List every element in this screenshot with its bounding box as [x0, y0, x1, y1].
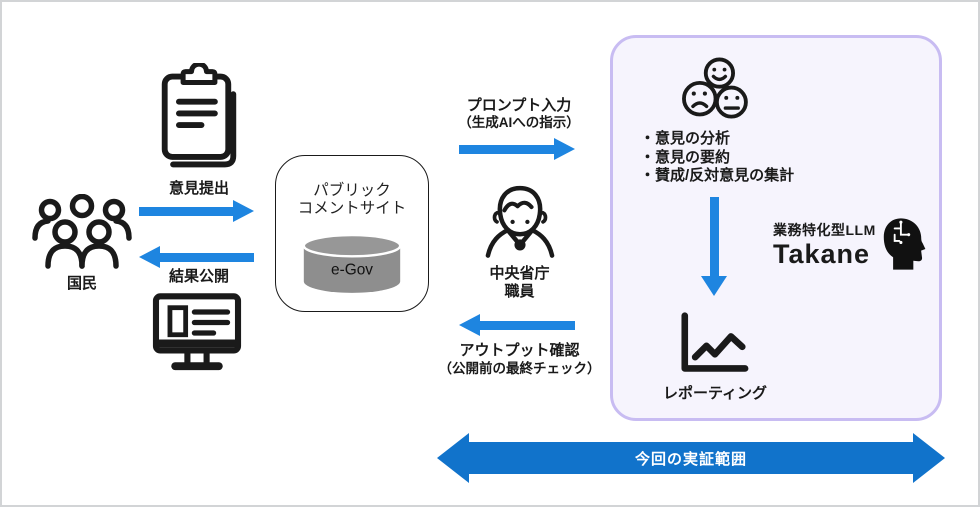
- takane-model-badge: 業務特化型LLM Takane: [773, 216, 927, 272]
- ai-head-icon: [883, 218, 926, 270]
- output-arrowhead: [459, 314, 480, 336]
- prompt-arrow-shaft: [459, 144, 554, 154]
- citizens-label: 国民: [66, 275, 97, 292]
- pubcom-title-line2: コメントサイト: [297, 200, 407, 218]
- publish-arrow-shaft: [160, 252, 254, 262]
- db-label: e-Gov: [331, 261, 373, 278]
- person-icon: [485, 185, 555, 258]
- database-icon: e-Gov: [302, 233, 402, 293]
- submit-arrowhead: [233, 200, 254, 222]
- llm-task-analysis: ・意見の分析: [640, 130, 731, 147]
- reporting-label: レポーティング: [662, 385, 768, 402]
- output-arrow: [459, 314, 575, 336]
- clipboard-icon: [161, 63, 237, 168]
- pubcom-title-line1: パブリック: [313, 182, 391, 199]
- scope-banner-label: 今回の実証範囲: [634, 450, 747, 468]
- llm-task-tally: ・賛成/反対意見の集計: [640, 167, 795, 184]
- staff-label: 中央省庁 職員: [462, 265, 577, 302]
- people-group-icon: [32, 194, 132, 269]
- prompt-arrowhead: [554, 138, 575, 160]
- publish-arrowhead: [139, 246, 160, 268]
- staff-label-line1: 中央省庁: [489, 265, 550, 282]
- staff-label-line2: 職員: [504, 283, 535, 301]
- monitor-icon: [152, 293, 242, 371]
- output-arrow-shaft: [480, 320, 575, 330]
- down-arrowhead: [701, 276, 727, 296]
- public-comment-site-box: パブリック コメントサイト e-Gov: [275, 155, 429, 312]
- prompt-label-line1: プロンプト入力: [466, 97, 572, 114]
- scope-banner-arrow: 今回の実証範囲: [437, 432, 945, 484]
- takane-text: 業務特化型LLM Takane: [773, 220, 876, 268]
- llm-model-name: Takane: [773, 238, 871, 269]
- llm-category-label: 業務特化型LLM: [773, 221, 876, 238]
- double-arrow-shape: [437, 433, 945, 483]
- llm-scope-box: ・意見の分析 ・意見の要約 ・賛成/反対意見の集計 業務特化型LLM Takan…: [610, 35, 942, 421]
- prompt-arrow: [459, 138, 575, 160]
- submit-arrow: [139, 200, 254, 222]
- llm-task-summary: ・意見の要約: [640, 148, 731, 166]
- line-chart-icon: [681, 312, 749, 372]
- process-down-arrow: [701, 197, 727, 296]
- prompt-label-line2: （生成AIへの指示）: [458, 115, 580, 130]
- output-label-line1: アウトプット確認: [459, 342, 580, 359]
- publish-label: 結果公開: [168, 268, 229, 285]
- llm-task-list: ・意見の分析 ・意見の要約 ・賛成/反対意見の集計: [640, 130, 794, 186]
- publish-arrow: [139, 246, 254, 268]
- emotion-faces-icon: [682, 57, 748, 119]
- submit-label: 意見提出: [168, 180, 229, 197]
- pubcom-title: パブリック コメントサイト: [298, 182, 407, 219]
- down-arrow-shaft: [709, 197, 719, 276]
- output-label-line2: （公開前の最終チェック）: [438, 361, 601, 376]
- submit-arrow-shaft: [139, 206, 233, 216]
